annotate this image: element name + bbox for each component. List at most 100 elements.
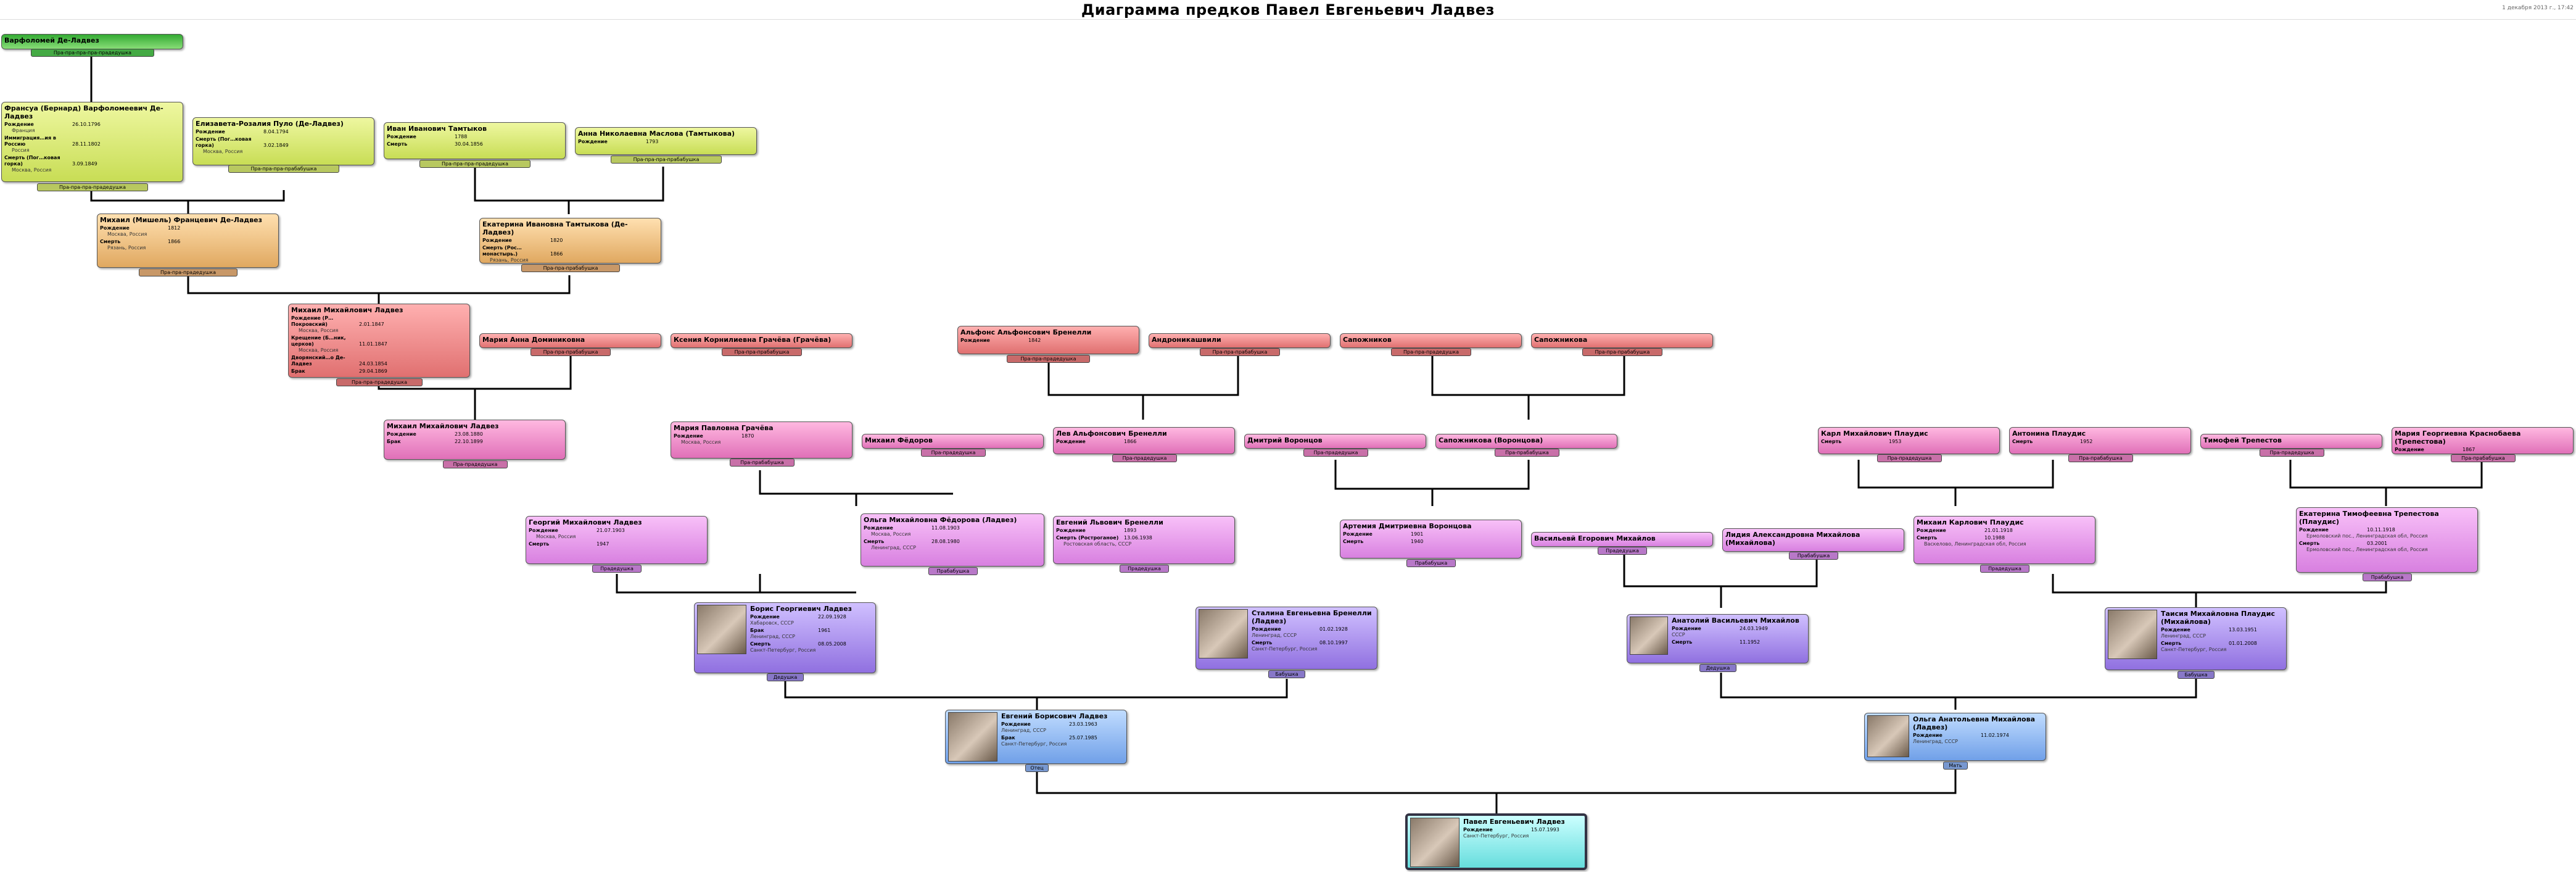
relation-tag: Прабабушка: [2363, 573, 2412, 581]
person-card[interactable]: Ольга Михайловна Фёдорова (Ладвез) Рожде…: [861, 513, 1044, 567]
relation-tag: Пра-прадедушка: [1303, 449, 1368, 457]
relation-tag: Пра-прабабушка: [730, 459, 795, 467]
person-photo: [948, 712, 997, 762]
person-name: Мария Георгиевна Краснобаева (Трепестова…: [2395, 430, 2521, 446]
person-card[interactable]: Екатерина Ивановна Тамтыкова (Де-Ладвез)…: [479, 218, 661, 264]
person-card[interactable]: Васильевй Егорович Михайлов: [1531, 532, 1713, 547]
person-name: Михаил (Мишель) Францевич Де-Ладвез: [100, 216, 263, 224]
relation-tag: Отец: [1025, 764, 1049, 772]
person-name: Екатерина Ивановна Тамтыкова (Де-Ладвез): [482, 220, 628, 236]
person-name: Лидия Александровна Михайлова (Михайлова…: [1725, 531, 1860, 547]
relation-tag: Пра-прадедушка: [921, 449, 986, 457]
person-card[interactable]: Сапожников: [1340, 333, 1522, 348]
person-card[interactable]: Сапожникова (Воронцова): [1435, 434, 1617, 449]
relation-tag: Пра-пра-прадедушка: [1391, 348, 1471, 356]
relation-tag: Пра-пра-пра-пра-прадедушка: [31, 49, 154, 57]
person-card[interactable]: Елизавета-Розалия Пуло (Де-Ладвез) Рожде…: [192, 117, 374, 165]
relation-tag: Прадедушка: [1598, 547, 1647, 555]
person-card[interactable]: Михаил Фёдоров: [862, 434, 1044, 449]
person-card[interactable]: Ксения Корнилиевна Грачёва (Грачёва): [671, 333, 852, 348]
person-name: Евгений Борисович Ладвез: [1001, 712, 1108, 720]
person-photo: [1410, 818, 1459, 867]
person-name: Мария Павловна Грачёва: [674, 424, 774, 432]
relation-tag: Пра-прабабушка: [2068, 454, 2133, 462]
person-card[interactable]: Мария Георгиевна Краснобаева (Трепестова…: [2392, 427, 2574, 454]
person-card[interactable]: Михаил (Мишель) Францевич Де-Ладвез Рожд…: [97, 214, 279, 268]
relation-tag: Пра-прабабушка: [1495, 449, 1559, 457]
person-name: Михаил Михайлович Ладвез: [387, 422, 499, 430]
relation-tag: Пра-пра-прабабушка: [1200, 348, 1280, 356]
relation-tag: Прадедушка: [592, 565, 642, 573]
person-name: Евгений Львович Бренелли: [1056, 518, 1163, 526]
person-card[interactable]: Анна Николаевна Маслова (Тамтыкова) Рожд…: [575, 127, 757, 155]
person-name: Артемия Дмитриевна Воронцова: [1343, 522, 1472, 530]
relation-tag: Прадедушка: [1980, 565, 2029, 573]
person-card[interactable]: Дмитрий Воронцов: [1244, 434, 1426, 449]
relation-tag: Мать: [1943, 762, 1968, 770]
person-photo: [1630, 617, 1668, 655]
page-title: Диаграмма предков Павел Евгеньевич Ладве…: [1081, 1, 1495, 19]
person-name: Сталина Евгеньевна Бренелли (Ладвез): [1252, 609, 1372, 625]
person-card[interactable]: Сталина Евгеньевна Бренелли (Ладвез) Рож…: [1195, 607, 1377, 670]
header-divider: [0, 19, 2576, 20]
relation-tag: Пра-пра-пра-прабабушка: [228, 165, 339, 173]
person-card[interactable]: Андроникашвили: [1149, 333, 1331, 348]
person-name: Сапожников: [1343, 336, 1392, 344]
person-card[interactable]: Михаил Михайлович Ладвез Рождение (Р…Пок…: [288, 304, 470, 378]
person-name: Ольга Анатольевна Михайлова (Ладвез): [1913, 715, 2035, 731]
person-card[interactable]: Лидия Александровна Михайлова (Михайлова…: [1722, 528, 1904, 552]
person-name: Елизавета-Розалия Пуло (Де-Ладвез): [196, 120, 344, 128]
person-card[interactable]: Ольга Анатольевна Михайлова (Ладвез) Рож…: [1864, 713, 2046, 761]
relation-tag: Прабабушка: [1406, 559, 1456, 567]
person-card[interactable]: Тимофей Трепестов: [2200, 434, 2382, 449]
person-card[interactable]: Таисия Михайловна Плаудис (Михайлова) Ро…: [2105, 607, 2287, 670]
person-photo: [1867, 715, 1909, 757]
person-name: Франсуа (Бернард) Варфоломеевич Де-Ладве…: [4, 104, 163, 120]
person-card[interactable]: Сапожникова: [1531, 333, 1713, 348]
relation-tag: Пра-прадедушка: [1112, 454, 1177, 462]
person-name: Васильевй Егорович Михайлов: [1534, 534, 1656, 542]
person-card[interactable]: Мария Анна Доминиковна: [479, 333, 661, 348]
person-card[interactable]: Варфоломей Де-Ладвез: [1, 34, 183, 49]
person-name: Ольга Михайловна Фёдорова (Ладвез): [864, 516, 1017, 524]
person-card[interactable]: Франсуа (Бернард) Варфоломеевич Де-Ладве…: [1, 102, 183, 182]
relation-tag: Пра-прадедушка: [443, 460, 508, 468]
person-name: Мария Анна Доминиковна: [482, 336, 585, 344]
person-card[interactable]: Екатерина Тимофеевна Трепестова (Плаудис…: [2296, 507, 2478, 573]
relation-tag: Пра-пра-прабабушка: [1582, 348, 1662, 356]
relation-tag: Пра-пра-пра-прабабушка: [611, 156, 722, 164]
